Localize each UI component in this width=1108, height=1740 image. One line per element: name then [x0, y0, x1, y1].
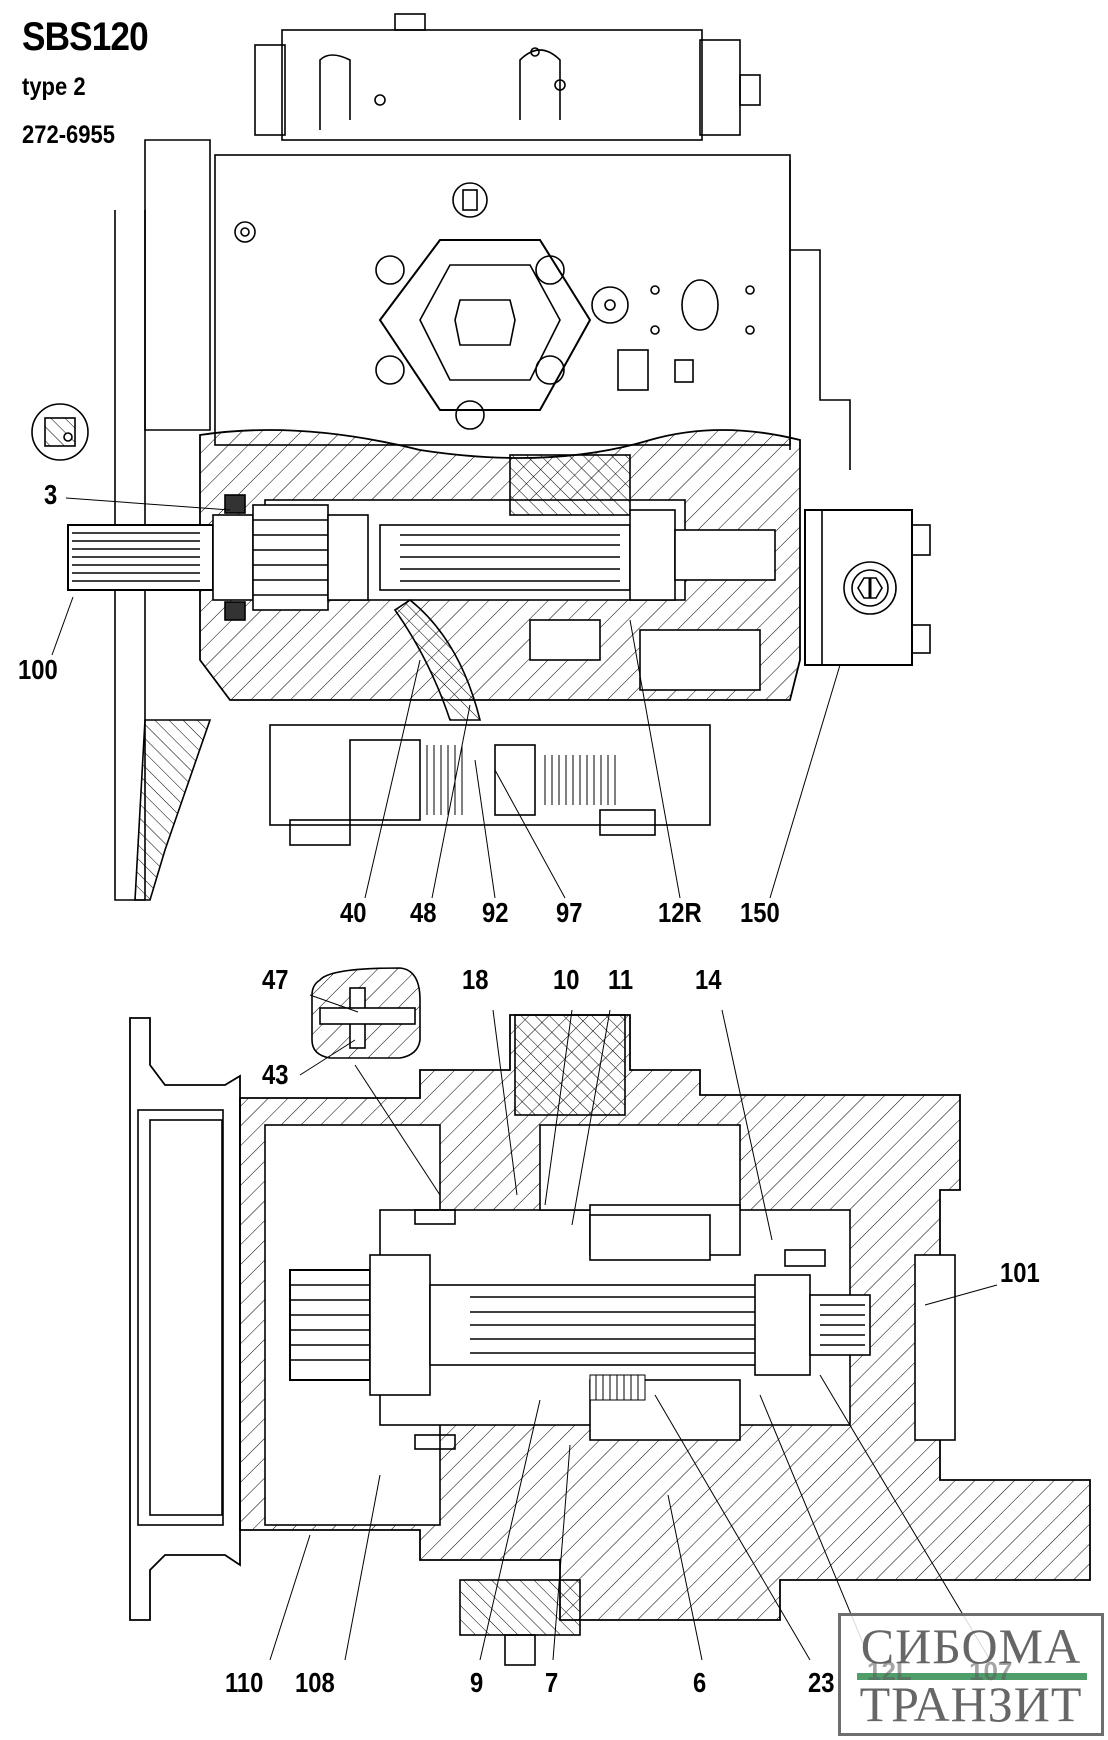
label-10: 10 — [553, 964, 580, 995]
charge-pump — [269, 724, 711, 846]
label-40: 40 — [340, 897, 367, 928]
label-9: 9 — [470, 1667, 484, 1698]
label-47: 47 — [262, 964, 289, 995]
part-number: 272-6955 — [22, 121, 115, 149]
label-43: 43 — [262, 1059, 289, 1090]
seal-detail-icon — [31, 403, 89, 461]
label-97: 97 — [556, 897, 583, 928]
leader-lines-top — [51, 497, 841, 899]
port-flange — [375, 182, 592, 430]
label-108: 108 — [295, 1667, 335, 1698]
label-110: 110 — [225, 1667, 264, 1698]
label-12L: 12L — [867, 1656, 912, 1686]
label-150: 150 — [740, 897, 780, 928]
label-100: 100 — [18, 654, 58, 685]
control-valve — [254, 13, 761, 141]
input-shaft — [67, 504, 776, 611]
label-3: 3 — [44, 479, 58, 510]
label-14: 14 — [695, 964, 722, 995]
logo-line2: ТРАНЗИТ — [859, 1676, 1083, 1732]
gear-pump — [804, 509, 931, 666]
label-92: 92 — [482, 897, 509, 928]
top-assembly — [31, 13, 931, 901]
label-48: 48 — [410, 897, 437, 928]
label-101: 101 — [1000, 1257, 1040, 1288]
leader-lines-bottom — [269, 994, 998, 1661]
model-name: SBS120 — [22, 15, 149, 59]
model-type: type 2 — [22, 73, 86, 101]
logo-line1: СИБОМА — [860, 1618, 1082, 1674]
label-23: 23 — [808, 1667, 835, 1698]
label-7: 7 — [545, 1667, 559, 1698]
watermark-logo: СИБОМА 12L 107 ТРАНЗИТ — [838, 1613, 1104, 1736]
title-block: SBS120 type 2 272-6955 — [22, 14, 165, 150]
label-12R: 12R — [658, 897, 702, 928]
bottom-assembly — [129, 967, 1091, 1666]
label-6: 6 — [693, 1667, 707, 1698]
label-18: 18 — [462, 964, 489, 995]
label-107: 107 — [969, 1656, 1013, 1686]
output-shaft — [289, 1254, 871, 1396]
inset-detail — [311, 967, 421, 1059]
label-11: 11 — [608, 964, 634, 995]
logo-accent-bar — [857, 1673, 1087, 1680]
